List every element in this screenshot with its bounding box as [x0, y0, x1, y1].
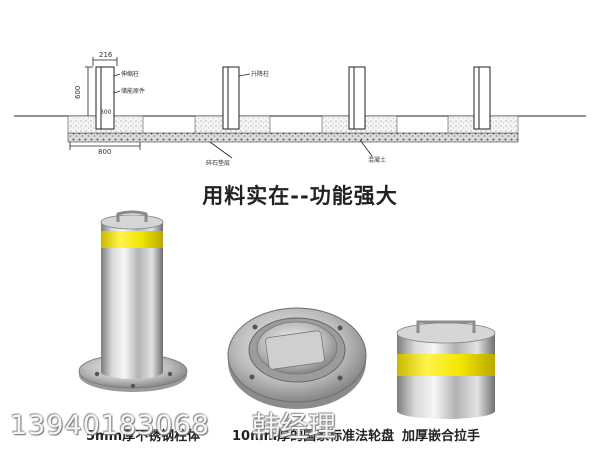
label-concrete: 混凝土: [368, 156, 386, 164]
label-lift-column: 升降柱: [251, 70, 269, 78]
caption-bollard: 5mm厚不锈钢柱体: [86, 429, 201, 444]
dim-height-label: 600: [74, 86, 82, 99]
label-gravel-bedding: 碎石垫层: [206, 159, 230, 167]
headline: 用料实在--功能强大: [202, 184, 398, 208]
caption-handle: 加厚嵌合拉手: [402, 429, 481, 444]
dim-width-label: 216: [99, 51, 113, 59]
gravel-layer: [67, 132, 519, 143]
bollard-outline: [95, 66, 491, 130]
dim-base-label: 800: [98, 148, 111, 156]
label-telescopic-column: 伸缩柱: [121, 70, 139, 78]
dim-depth-label: 300: [100, 109, 112, 116]
ground-cross-section: 216 600 300 800 伸缩柱 储能原件 升降柱 碎石垫层 混凝土: [14, 51, 586, 167]
watermark-contact: 韩经理: [252, 410, 337, 443]
handle-cap-photo: [396, 320, 496, 419]
caption-flange: 10mm厚的国家标准法轮盘: [232, 429, 395, 444]
dimension-lines: [69, 57, 373, 159]
bollard-photo: [78, 210, 188, 392]
reflective-stripe: [397, 354, 495, 376]
reflective-stripe: [101, 231, 163, 248]
label-energy-storage: 储能原件: [121, 87, 145, 95]
flange-photo: [227, 307, 367, 409]
watermark-phone: 13940183068: [10, 410, 210, 441]
